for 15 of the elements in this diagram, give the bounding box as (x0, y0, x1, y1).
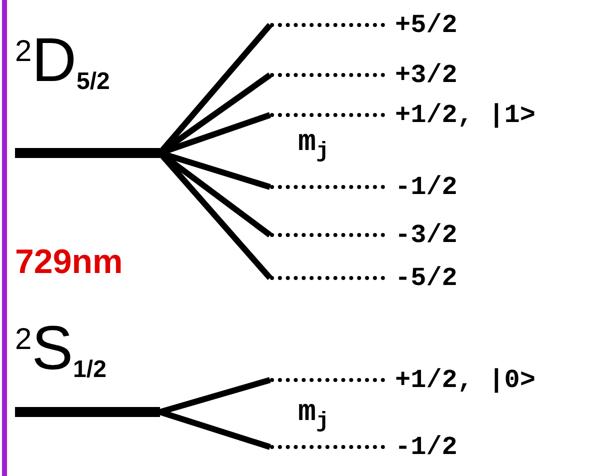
level-label: $^{2}$D$_{5/2}$ (15, 30, 110, 94)
sublevel-label: +1/2, |0> (395, 364, 536, 396)
quantum-number-label: m$_{j}$ (298, 398, 330, 433)
splitting-line (159, 409, 271, 450)
quantum-number-label: m$_{j}$ (298, 128, 330, 163)
sublevel-label: -3/2 (395, 219, 458, 251)
sublevel-label: +5/2 (395, 9, 458, 41)
splitting-line (159, 377, 271, 415)
sublevel-label: +3/2 (395, 59, 458, 91)
sublevel-label: -5/2 (395, 262, 458, 294)
level-label: $^{2}$S$_{1/2}$ (15, 318, 106, 382)
sublevel-label: -1/2 (395, 431, 458, 463)
sublevel-label: +1/2, |1> (395, 99, 536, 131)
wavelength-label: 729nm (15, 245, 123, 279)
sublevel-label: -1/2 (395, 171, 458, 203)
